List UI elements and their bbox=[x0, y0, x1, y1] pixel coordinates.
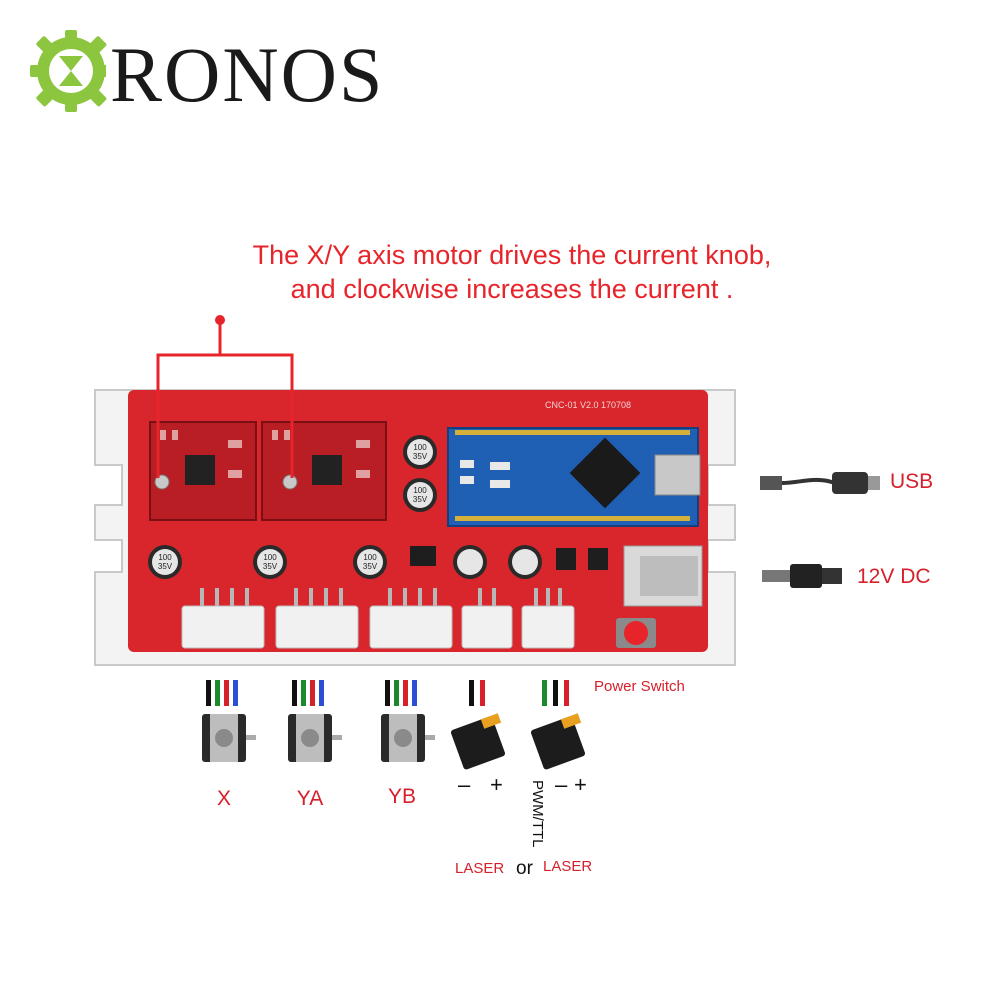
cap-label-2: 100 bbox=[413, 486, 427, 495]
motor-label-x: X bbox=[216, 787, 231, 810]
laser-module-2-icon bbox=[530, 713, 586, 770]
annotation-line-2: and clockwise increases the current . bbox=[290, 274, 734, 304]
power-in-label: 12V DC bbox=[857, 565, 931, 588]
power-switch-label: Power Switch bbox=[594, 678, 685, 695]
laser2-plus: + bbox=[574, 772, 587, 797]
usb-cable-icon bbox=[760, 472, 880, 494]
pointer-dot bbox=[215, 315, 225, 325]
controller-board: CNC-01 V2.0 170708 100 35V 100 35V 100 bbox=[94, 315, 880, 666]
stepper-driver-y bbox=[261, 421, 387, 521]
pwm-ttl-label: PWM/TTL bbox=[529, 780, 546, 848]
laser-module-1-icon bbox=[450, 713, 506, 770]
cap-label-5: 100 bbox=[363, 553, 377, 562]
laser1-minus: – bbox=[458, 772, 471, 797]
stepper-motor-ya-icon bbox=[288, 714, 342, 762]
chips bbox=[410, 546, 608, 570]
gear-logo-icon bbox=[30, 30, 116, 112]
usb-label: USB bbox=[890, 470, 934, 493]
cap-label-3: 100 bbox=[158, 553, 172, 562]
laser1-plus: + bbox=[490, 772, 503, 797]
cap-label-4v: 35V bbox=[263, 562, 278, 571]
board-silkscreen: CNC-01 V2.0 170708 bbox=[545, 400, 631, 410]
stepper-motor-x-icon bbox=[202, 714, 256, 762]
terminal-connectors bbox=[181, 605, 575, 649]
capacitors bbox=[148, 435, 542, 579]
motor-label-ya: YA bbox=[296, 787, 324, 810]
laser-label-right: LASER bbox=[543, 858, 593, 875]
stepper-motor-yb-icon bbox=[381, 714, 435, 762]
or-label: or bbox=[516, 858, 533, 879]
arduino-nano bbox=[447, 427, 701, 527]
laser2-minus: – bbox=[555, 772, 568, 797]
power-switch-button[interactable] bbox=[616, 618, 656, 648]
cap-label-1: 100 bbox=[413, 443, 427, 452]
cap-label-3v: 35V bbox=[158, 562, 173, 571]
motor-label-yb: YB bbox=[387, 785, 416, 808]
annotation-line-1: The X/Y axis motor drives the current kn… bbox=[252, 240, 772, 270]
brand-name: RONOS bbox=[110, 31, 385, 118]
pointer-lines bbox=[156, 322, 294, 478]
stepper-driver-x bbox=[149, 421, 257, 521]
cap-label-5v: 35V bbox=[363, 562, 378, 571]
dc-plug-icon bbox=[762, 564, 842, 588]
cap-label-1v: 35V bbox=[413, 452, 428, 461]
cap-label-2v: 35V bbox=[413, 495, 428, 504]
cap-label-4: 100 bbox=[263, 553, 277, 562]
dc-jack bbox=[623, 545, 703, 607]
laser-label-left: LASER bbox=[455, 860, 505, 877]
